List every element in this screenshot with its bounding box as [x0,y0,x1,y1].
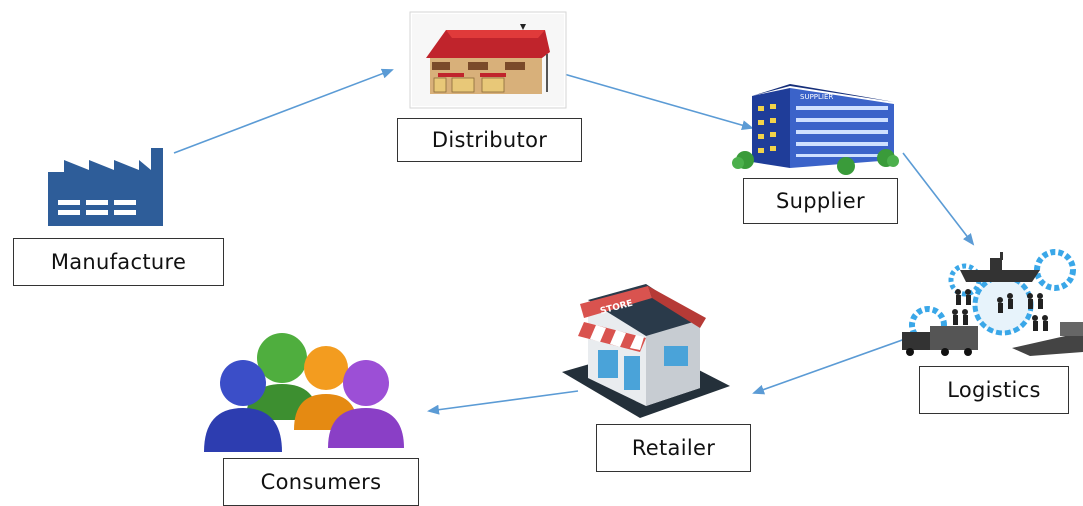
arrow-supplier-to-logistics [902,152,975,246]
store-icon: STORE [562,284,730,418]
consumers-label: Consumers [223,458,419,506]
people-group-icon [204,333,404,452]
office-building-icon: SUPPLIER [732,84,899,175]
arrow-manufacture-to-distributor [173,68,394,154]
factory-icon [48,148,163,226]
manufacture-label: Manufacture [13,238,224,286]
distributor-label: Distributor [397,118,582,162]
supplier-label: Supplier [743,178,898,224]
arrow-logistics-to-retailer [752,338,906,395]
warehouse-icon [409,11,567,109]
retailer-label: Retailer [596,424,751,472]
arrow-distributor-to-supplier [556,71,754,131]
supplier-sign: SUPPLIER [800,93,833,101]
logistics-label: Logistics [919,366,1069,414]
arrow-retailer-to-consumers [427,390,579,415]
logistics-network-icon [902,249,1083,356]
